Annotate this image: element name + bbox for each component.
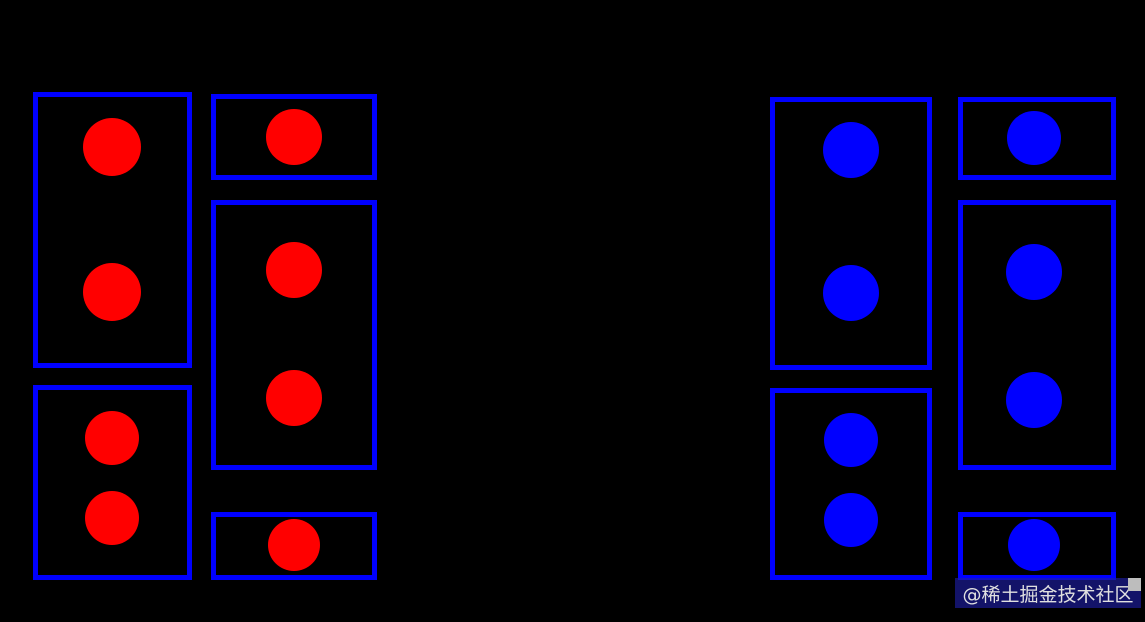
object-marker-dot [83,118,141,176]
object-marker-dot [823,265,879,321]
object-marker-dot [83,263,141,321]
object-marker-dot [85,411,139,465]
bounding-box[interactable] [770,97,932,370]
bounding-box[interactable] [958,512,1116,580]
object-marker-dot [824,493,878,547]
object-marker-dot [824,413,878,467]
bounding-box[interactable] [211,200,377,470]
bounding-box[interactable] [958,200,1116,470]
watermark: @稀土掘金技术社区 [955,578,1141,608]
object-marker-dot [823,122,879,178]
bounding-box[interactable] [211,512,377,580]
bounding-box[interactable] [211,94,377,180]
object-marker-dot [266,109,322,165]
bounding-box[interactable] [33,92,192,368]
object-marker-dot [1008,519,1060,571]
bounding-box[interactable] [958,97,1116,180]
object-marker-dot [1006,244,1062,300]
watermark-text: @稀土掘金技术社区 [962,583,1134,606]
bounding-box[interactable] [770,388,932,580]
object-marker-dot [268,519,320,571]
object-marker-dot [85,491,139,545]
object-marker-dot [266,242,322,298]
bounding-box[interactable] [33,385,192,580]
object-marker-dot [1006,372,1062,428]
object-marker-dot [266,370,322,426]
object-marker-dot [1007,111,1061,165]
watermark-corner-icon [1128,578,1141,591]
